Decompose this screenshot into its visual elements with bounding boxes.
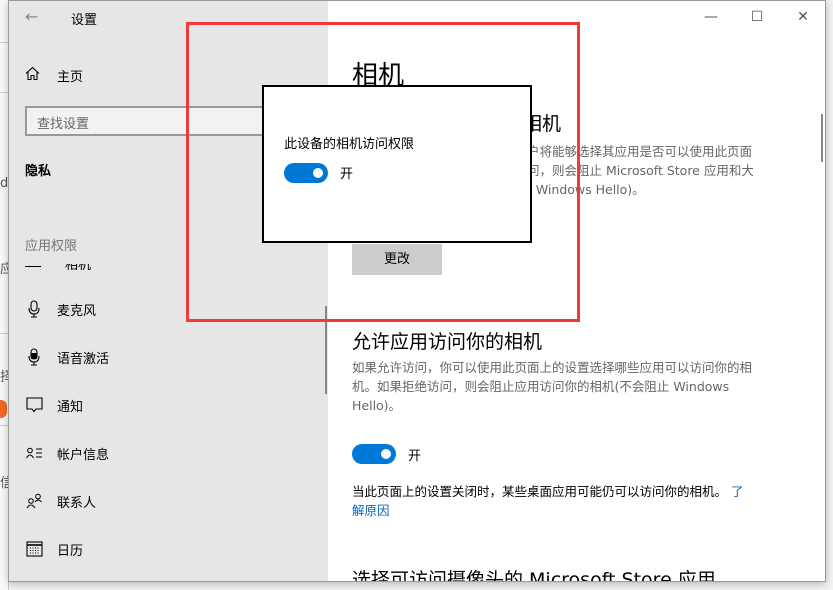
calendar-icon <box>25 541 43 557</box>
section-heading: 隐私 <box>25 164 52 179</box>
voice-activation-icon <box>25 348 43 366</box>
arrow-left-icon: ← <box>25 7 39 26</box>
minimize-icon: — <box>704 9 718 25</box>
sidebar-item-home[interactable]: 主页 <box>25 64 83 86</box>
device-camera-access-toggle[interactable] <box>284 163 328 183</box>
background-app-icon <box>0 400 7 418</box>
background-text-fragment: d <box>0 176 9 191</box>
sidebar-item-label: 相机 <box>65 264 91 270</box>
background-divider <box>0 333 8 334</box>
sidebar-item-camera[interactable]: 相机 <box>25 264 105 270</box>
sidebar-item-label: 日历 <box>57 543 84 559</box>
microphone-icon <box>25 300 43 318</box>
sidebar-item-notifications[interactable]: 通知 <box>25 394 83 416</box>
toggle-state-label: 开 <box>408 449 422 464</box>
app-access-toggle[interactable] <box>352 444 396 464</box>
close-icon: ✕ <box>797 9 809 25</box>
sidebar-item-calendar[interactable]: 日历 <box>25 538 83 560</box>
contacts-icon <box>25 493 43 509</box>
app-title: 设置 <box>71 13 98 28</box>
sidebar-item-label: 语音激活 <box>57 351 110 367</box>
back-button[interactable]: ← <box>25 7 45 27</box>
camera-access-popup: 此设备的相机访问权限 开 <box>262 85 532 243</box>
background-divider <box>0 425 8 426</box>
account-info-icon <box>25 447 43 459</box>
maximize-icon: ☐ <box>750 9 764 25</box>
toggle-knob <box>313 168 323 178</box>
main-scrollbar[interactable] <box>821 114 823 162</box>
change-button[interactable]: 更改 <box>352 244 442 275</box>
sidebar-item-label: 麦克风 <box>57 303 97 319</box>
minimize-button[interactable]: — <box>699 7 723 27</box>
section-description: 如果允许访问，你可以使用此页面上的设置选择哪些应用可以访问你的相 机。如果拒绝访… <box>352 360 753 413</box>
home-icon <box>25 66 41 85</box>
camera-icon <box>25 266 41 267</box>
sidebar-item-voice-activation[interactable]: 语音激活 <box>25 346 109 368</box>
section-title-store-apps: 选择可访问摄像头的 Microsoft Store 应用 <box>352 569 716 582</box>
sidebar-scrollbar[interactable] <box>325 306 327 394</box>
main-content: — ☐ ✕ 相机 允许访问此设备上的相机 如果允许访问，使用此设备的用户将能够选… <box>328 1 825 581</box>
maximize-button[interactable]: ☐ <box>745 7 769 27</box>
sidebar-item-contacts[interactable]: 联系人 <box>25 490 96 512</box>
sidebar-item-label: 通知 <box>57 399 84 415</box>
toggle-knob <box>381 449 391 459</box>
sidebar-item-microphone[interactable]: 麦克风 <box>25 298 96 320</box>
search-placeholder: 查找设置 <box>37 117 90 132</box>
popup-title: 此设备的相机访问权限 <box>284 137 415 152</box>
section-title-app-access: 允许应用访问你的相机 <box>352 331 543 353</box>
sidebar-item-label: 主页 <box>57 69 84 85</box>
learn-why-link[interactable]: 了解原因 <box>352 484 744 518</box>
sidebar-item-account-info[interactable]: 帐户信息 <box>25 442 109 464</box>
background-divider <box>0 42 8 43</box>
sidebar-item-label: 帐户信息 <box>57 447 110 463</box>
group-label: 应用权限 <box>25 239 78 254</box>
desktop-apps-note: 当此页面上的设置关闭时，某些桌面应用可能仍可以访问你的相机。 了解原因 <box>352 484 744 518</box>
background-divider <box>0 92 8 93</box>
close-button[interactable]: ✕ <box>791 7 815 27</box>
sidebar-item-label: 联系人 <box>57 495 97 511</box>
toggle-state-label: 开 <box>340 167 354 182</box>
notification-icon <box>25 397 43 413</box>
